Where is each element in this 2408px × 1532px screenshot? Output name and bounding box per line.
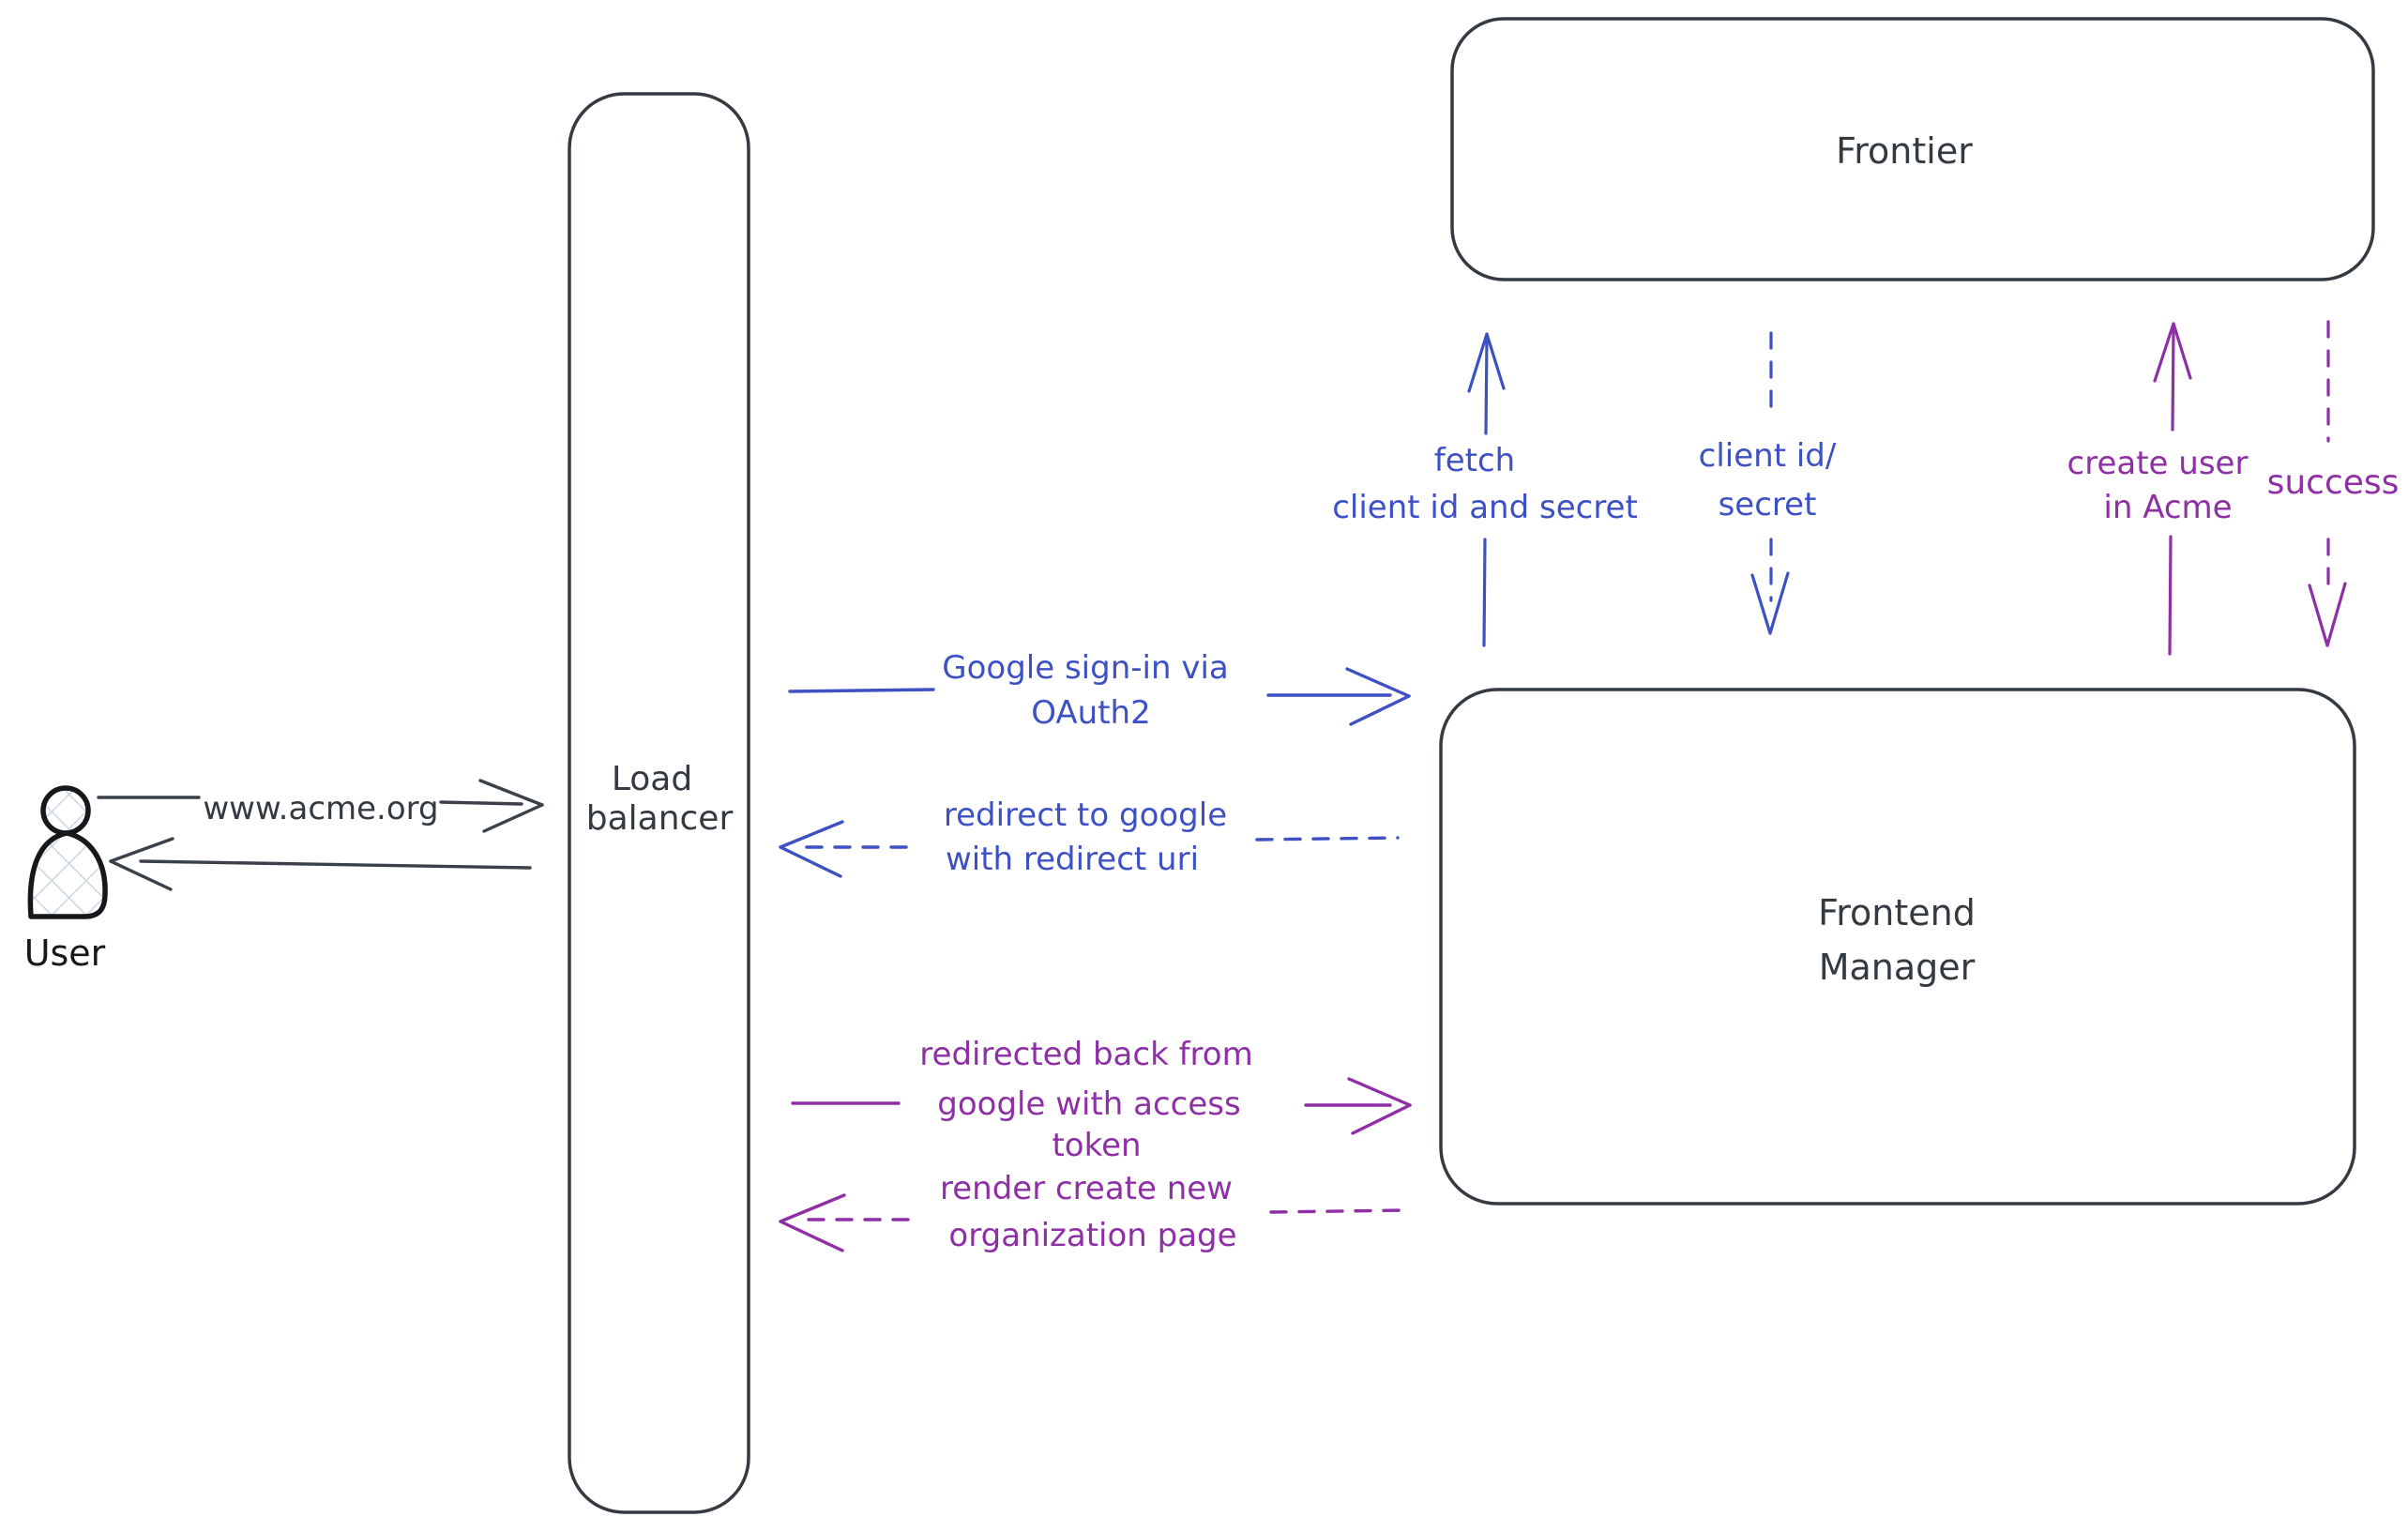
user-label: User — [23, 933, 106, 974]
google-signin-label-line2: OAuth2 — [1031, 694, 1151, 732]
render-org-page-label-line2: organization page — [948, 1217, 1237, 1254]
create-user-label-line1: create user — [2067, 445, 2249, 482]
arrow-client-id-secret — [1750, 331, 1790, 635]
person-head — [40, 785, 91, 836]
arrow-redirected-back — [791, 1077, 1412, 1135]
person-icon — [27, 785, 108, 919]
arrow-response-to-user — [109, 837, 532, 891]
redirected-back-label-line3: token — [1052, 1127, 1142, 1164]
load-balancer-box — [568, 92, 750, 1514]
arrow-google-signin — [788, 667, 1411, 726]
frontend-manager-label-line1: Frontend — [1818, 892, 1976, 933]
redirected-back-label-line1: redirected back from — [919, 1036, 1253, 1073]
render-org-page-label-line1: render create new — [940, 1170, 1233, 1207]
redirect-google-label-line2: with redirect uri — [945, 841, 1200, 878]
redirect-google-label-line1: redirect to google — [943, 796, 1228, 834]
person-body — [27, 830, 108, 919]
success-label: success — [2266, 463, 2400, 502]
frontend-manager-label-line2: Manager — [1818, 947, 1976, 988]
fetch-client-label-line2: client id and secret — [1332, 489, 1638, 526]
arrow-fetch-client — [1467, 332, 1506, 647]
fetch-client-label-line1: fetch — [1433, 442, 1516, 479]
frontier-label: Frontier — [1836, 130, 1973, 172]
load-balancer-label-line1: Load — [611, 760, 693, 798]
frontier-box — [1450, 17, 2375, 281]
arrow-redirect-google — [779, 820, 1400, 878]
redirected-back-label-line2: google with access — [937, 1085, 1241, 1123]
frontend-manager-box — [1439, 688, 2356, 1206]
arrow-success — [2308, 320, 2347, 647]
www-acme-label: www.acme.org — [203, 790, 439, 827]
create-user-label-line2: in Acme — [2103, 489, 2233, 526]
load-balancer-label-line2: balancer — [585, 799, 734, 838]
client-id-secret-label-line1: client id/ — [1698, 437, 1837, 475]
client-id-secret-label-line2: secret — [1718, 486, 1817, 523]
arrow-create-user — [2153, 322, 2192, 656]
arrow-www-acme — [97, 779, 544, 833]
google-signin-label-line1: Google sign-in via — [942, 649, 1229, 687]
arrow-render-org-page — [779, 1193, 1409, 1252]
